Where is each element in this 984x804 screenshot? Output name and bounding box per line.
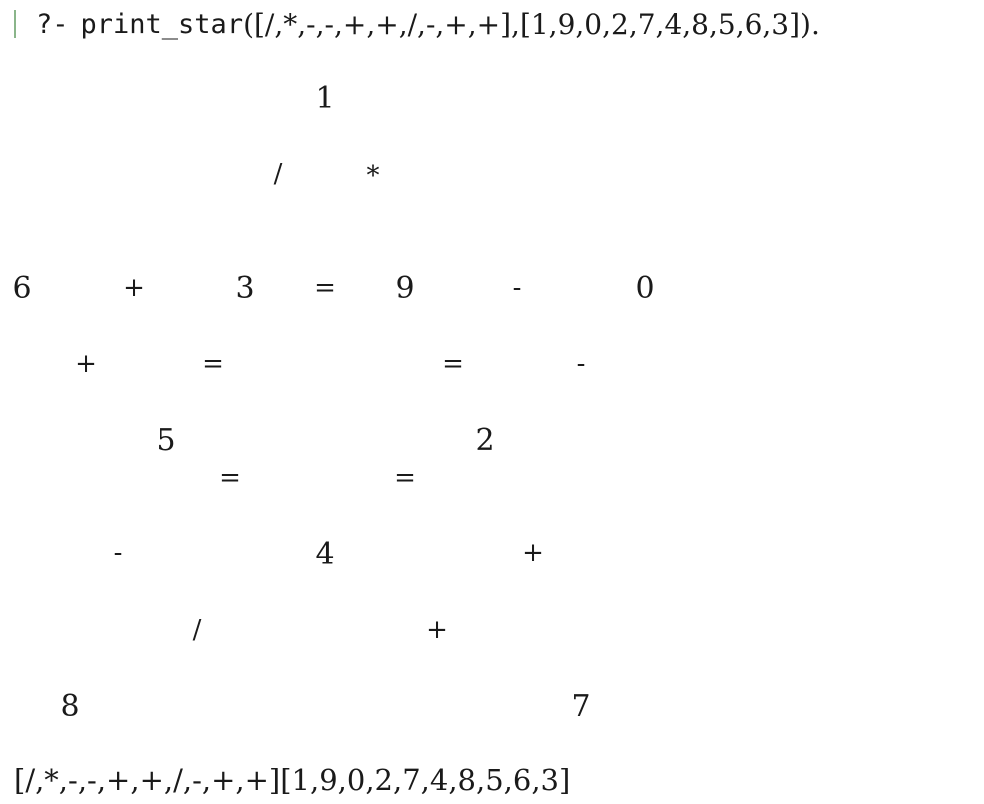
- star-upper-right-operator: *: [366, 161, 380, 191]
- star-row4-operator-1: +: [75, 349, 97, 379]
- star-row3-operator-1: +: [123, 273, 145, 303]
- star-row4-operator-2: -: [576, 349, 586, 379]
- star-middle-right-number: 2: [475, 423, 495, 458]
- star-row3-number-3: 9: [395, 271, 415, 306]
- star-middle-left-number: 5: [156, 423, 176, 458]
- star-upper-left-operator: /: [273, 159, 283, 189]
- star-row3-operator-2: -: [512, 273, 522, 303]
- result-output-line: [/,*,-,-,+,+,/,-,+,+][1,9,0,2,7,4,8,5,6,…: [14, 760, 570, 800]
- star-row3-number-2: 3: [235, 271, 255, 306]
- star-lower-left-operator: -: [113, 538, 123, 568]
- star-row4-equals-1: =: [202, 349, 224, 379]
- star-lower2-right-operator: +: [426, 615, 448, 645]
- star-middle-right-equals: =: [394, 463, 416, 493]
- query-arguments: ([/,*,-,-,+,+,/,-,+,+],[1,9,0,2,7,4,8,5,…: [243, 7, 820, 41]
- star-row3-equals: =: [314, 273, 336, 303]
- prompt-symbol: ?-: [36, 8, 69, 40]
- star-top-number: 1: [315, 81, 335, 116]
- star-row3-number-4: 0: [635, 271, 655, 306]
- query-predicate: print_star: [80, 8, 244, 40]
- star-bottom-right-number: 7: [571, 689, 591, 724]
- star-lower-center-number: 4: [315, 537, 335, 572]
- star-lower-right-operator: +: [522, 538, 544, 568]
- result-text: [/,*,-,-,+,+,/,-,+,+][1,9,0,2,7,4,8,5,6,…: [14, 763, 571, 797]
- star-row4-equals-2: =: [442, 349, 464, 379]
- query-line[interactable]: ?- print_star([/,*,-,-,+,+,/,-,+,+],[1,9…: [14, 4, 820, 44]
- line-gutter-marker: [14, 10, 16, 38]
- star-row3-number-1: 6: [12, 271, 32, 306]
- star-lower2-left-operator: /: [192, 615, 202, 645]
- star-bottom-left-number: 8: [60, 689, 80, 724]
- star-middle-left-equals: =: [219, 463, 241, 493]
